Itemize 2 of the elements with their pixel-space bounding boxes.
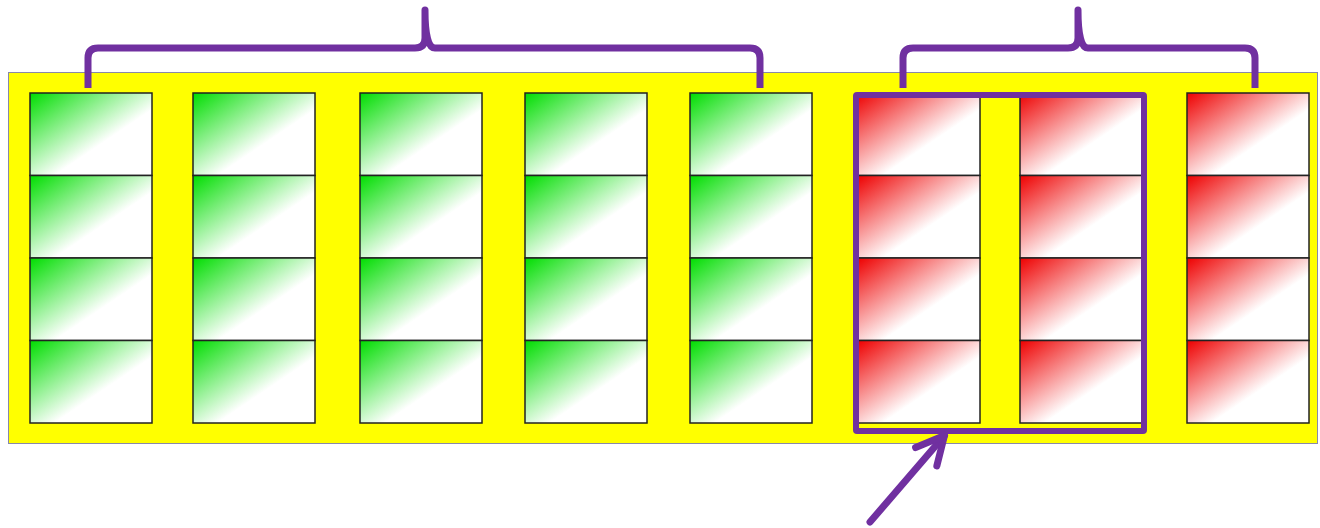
arrow [866,432,948,526]
highlight-frame [852,91,1147,434]
